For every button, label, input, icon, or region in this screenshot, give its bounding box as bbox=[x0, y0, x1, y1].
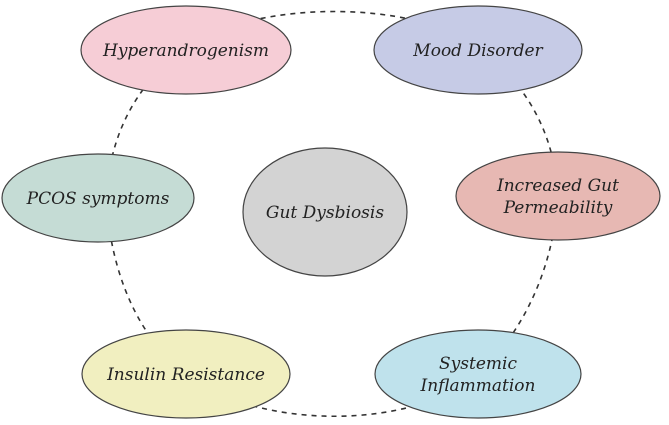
increased-gut-permeability-label-line-1: Increased Gut bbox=[496, 176, 619, 196]
mood-disorder-label-line-1: Mood Disorder bbox=[412, 41, 543, 61]
insulin-resistance-label-line-1: Insulin Resistance bbox=[106, 365, 265, 385]
node-pcos-symptoms: PCOS symptoms bbox=[1, 153, 195, 243]
hyperandrogenism-label-line-1: Hyperandrogenism bbox=[102, 41, 269, 61]
node-insulin-resistance: Insulin Resistance bbox=[81, 329, 291, 419]
increased-gut-permeability-ellipse bbox=[455, 151, 661, 241]
node-mood-disorder: Mood Disorder bbox=[373, 5, 583, 95]
pcos-symptoms-label-line-1: PCOS symptoms bbox=[26, 189, 170, 209]
nodes-layer: Gut Dysbiosis Hyperandrogenism Mood Disord… bbox=[1, 5, 661, 419]
systemic-inflammation-label-line-2: Inflammation bbox=[420, 376, 536, 396]
pcos-symptoms-ellipse bbox=[1, 153, 195, 243]
systemic-inflammation-label-line-1: Systemic bbox=[439, 354, 517, 374]
center-ellipse bbox=[242, 147, 408, 277]
center-label-line-1: Gut Dysbiosis bbox=[266, 203, 384, 223]
mood-disorder-ellipse bbox=[373, 5, 583, 95]
systemic-inflammation-ellipse bbox=[374, 329, 582, 419]
hyperandrogenism-ellipse bbox=[80, 5, 292, 95]
node-center: Gut Dysbiosis bbox=[242, 147, 408, 277]
insulin-resistance-ellipse bbox=[81, 329, 291, 419]
increased-gut-permeability-label-line-2: Permeability bbox=[503, 198, 613, 218]
node-hyperandrogenism: Hyperandrogenism bbox=[80, 5, 292, 95]
